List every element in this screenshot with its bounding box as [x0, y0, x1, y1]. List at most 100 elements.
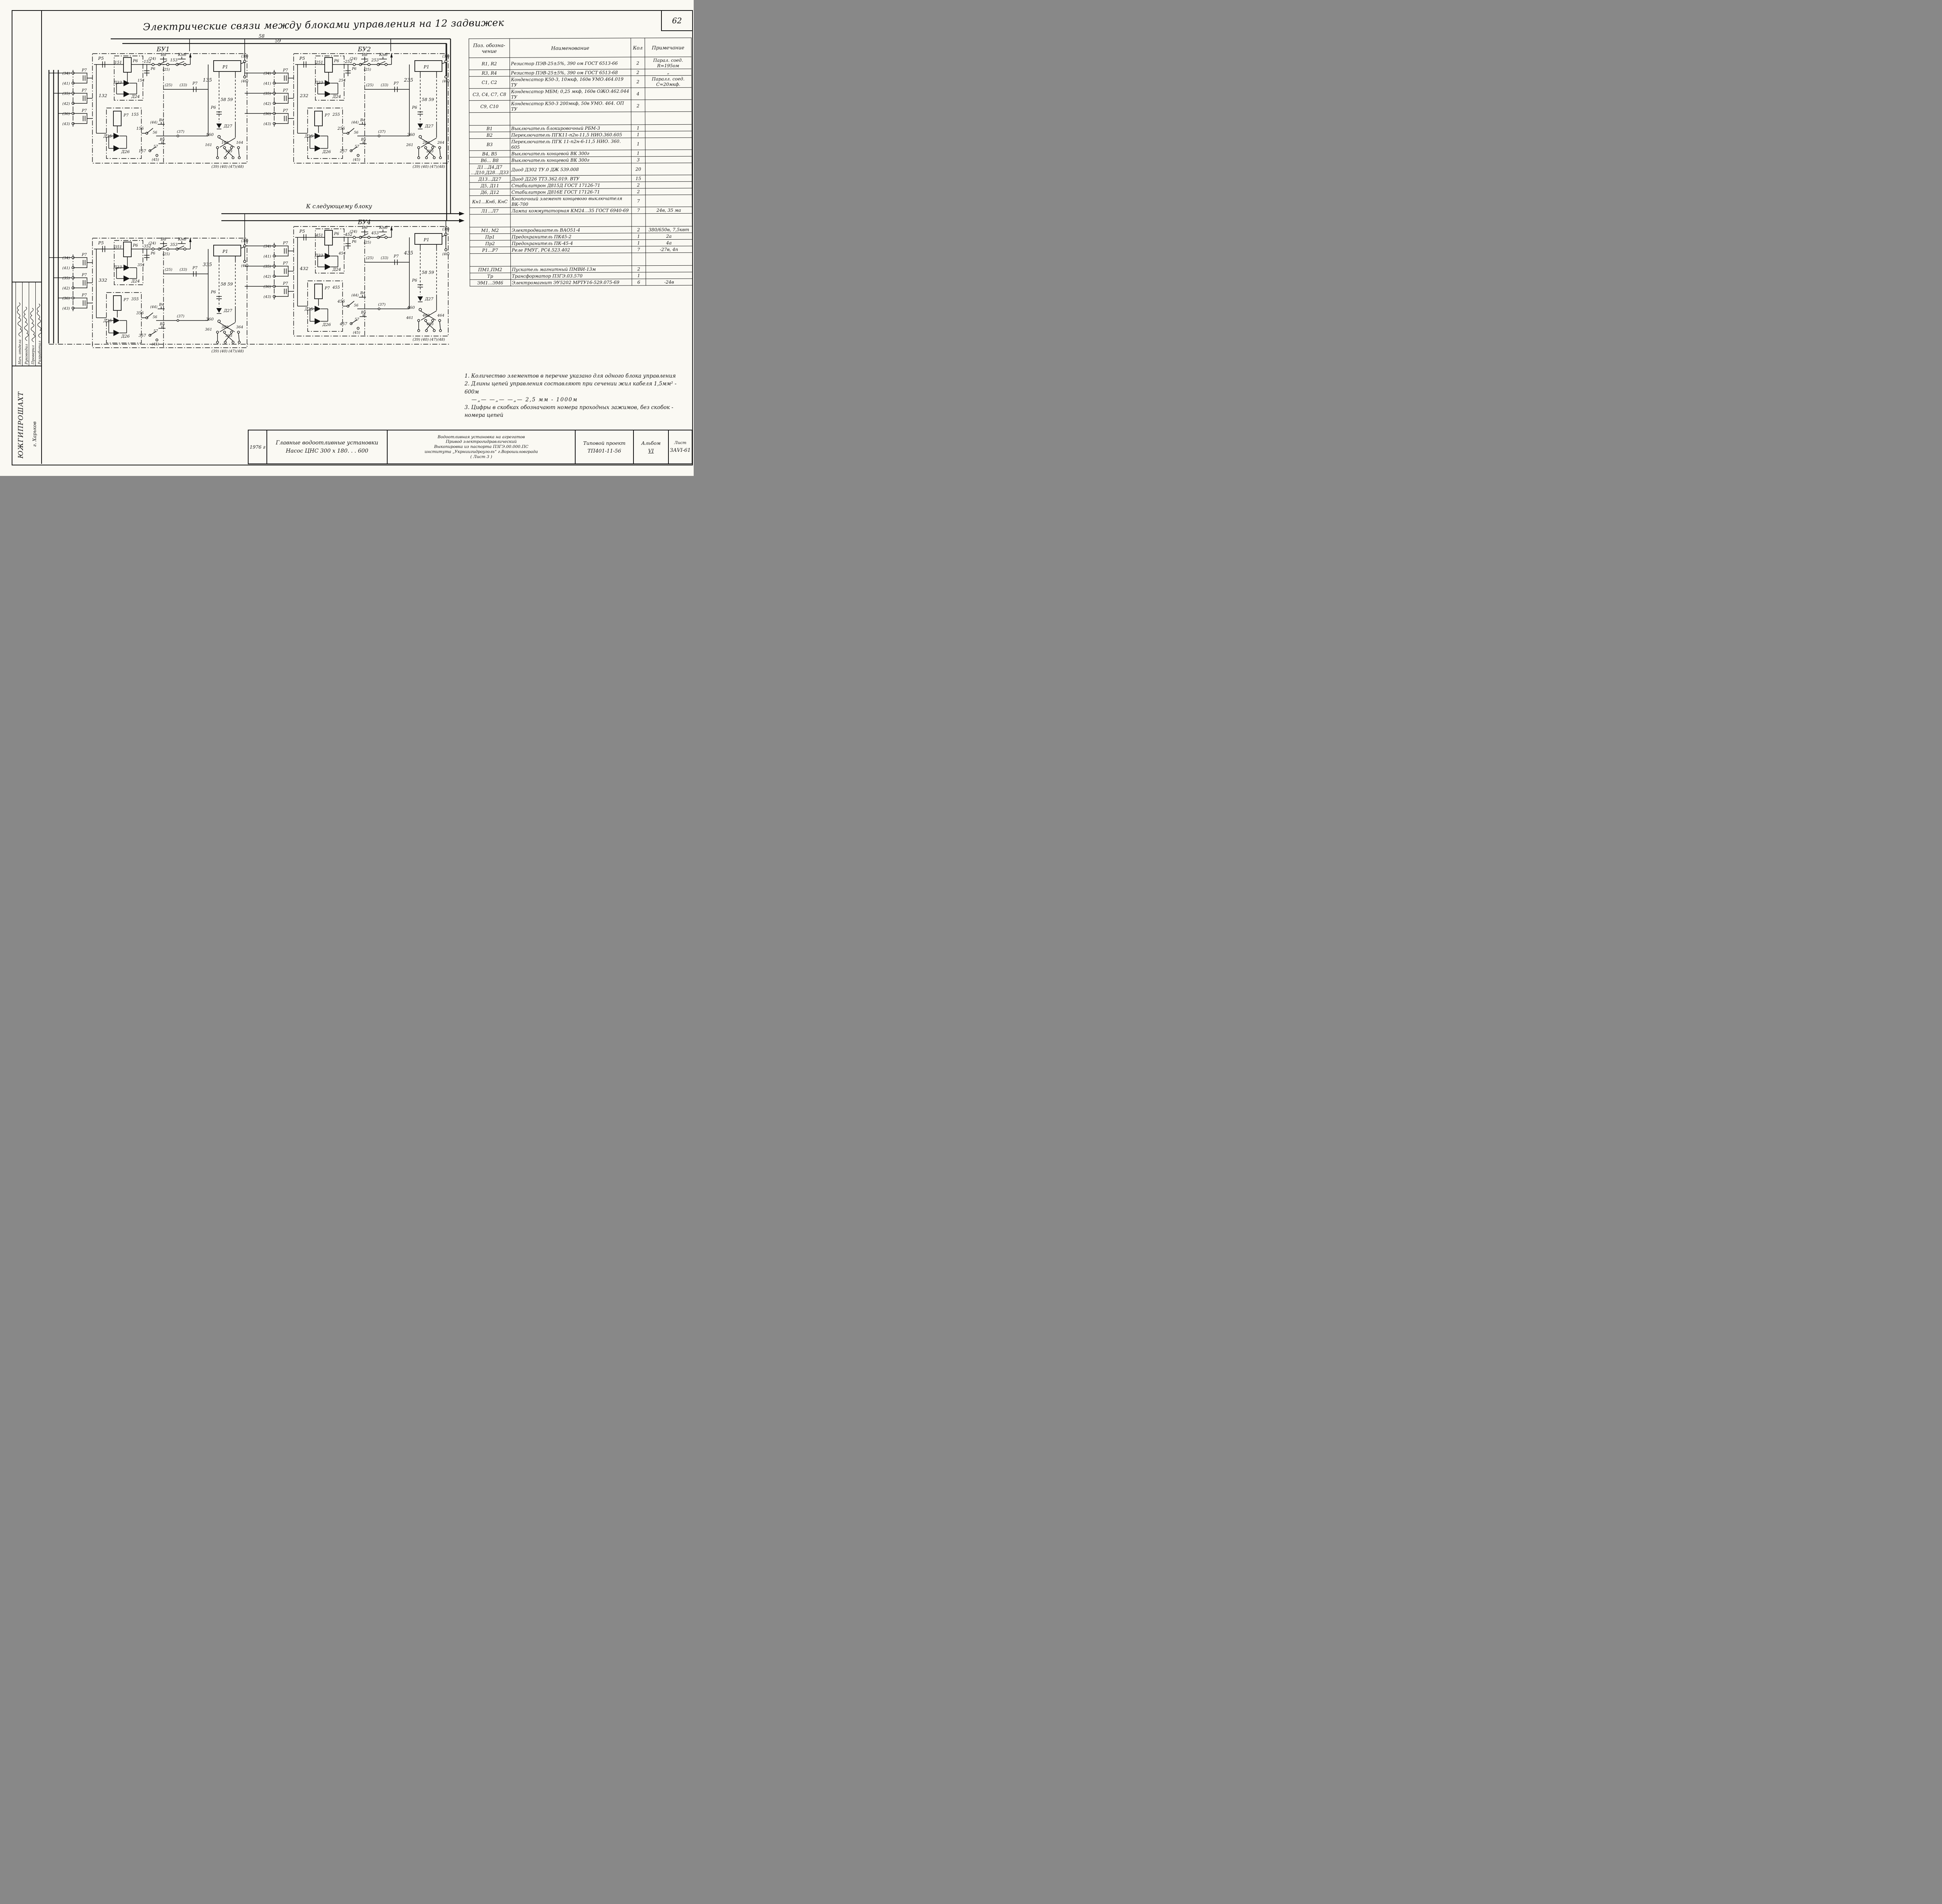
chain-number: 351 [115, 245, 122, 249]
wire-label: Р6 [412, 106, 418, 110]
schematic-element [159, 245, 167, 249]
xfmr-term: 363 [225, 334, 232, 338]
cell-pos: ЭМ1...ЭМ6 [470, 279, 511, 286]
schematic-element [113, 317, 120, 324]
object-line: Главные водоотливные установки [276, 439, 378, 446]
schematic-element [417, 146, 420, 149]
wire-label: (33) [381, 256, 388, 260]
schematic-element [231, 341, 235, 344]
schematic-element [425, 321, 435, 330]
col-header-note: Примечание [644, 38, 692, 57]
bus-59-label: 59 [275, 38, 281, 44]
schematic-element [438, 146, 441, 149]
schematic-element [113, 133, 120, 139]
schematic-element [425, 329, 428, 332]
wire-label: (45) [353, 331, 360, 335]
cell-qty: 1 [631, 124, 645, 131]
terminal-label: (34) [263, 244, 271, 249]
wire-label: Р7 [393, 82, 399, 86]
terminal-label: (41) [62, 266, 70, 270]
schematic-element [216, 124, 222, 128]
wire-label: Р6 [211, 106, 216, 110]
schematic-element [106, 292, 142, 343]
wire-label: Р6 [352, 67, 357, 71]
cell-pos: Кн1...Кн6, КнС [469, 195, 510, 208]
schematic-element [124, 91, 130, 97]
sheet-frame [12, 10, 693, 465]
chain-number: 155 [131, 113, 139, 117]
schematic-element [442, 62, 446, 64]
cell-note: 2а [645, 233, 693, 240]
wire-pair-label: 58 59 [221, 97, 233, 102]
chain-number: 157 [139, 149, 146, 153]
schematic-element [146, 128, 153, 134]
schematic-element [351, 319, 358, 324]
terminal-label: (36) [263, 112, 271, 116]
bottom-terminal-label: (48) [236, 165, 244, 169]
relay-wire-number: 335 [203, 261, 212, 267]
schematic-element [82, 277, 87, 288]
schematic-element [378, 234, 386, 238]
cell-note: „ [645, 69, 692, 76]
chain-number: 354 [137, 263, 144, 267]
limit-switch-label: В8 [160, 237, 167, 242]
schematic-element [325, 253, 331, 259]
stamp-city: г. Харьков [32, 422, 37, 447]
title-block-year: 1976 г [249, 430, 267, 463]
schematic-element [417, 329, 420, 332]
chain-number: 353 [170, 243, 177, 247]
wire-label: 56 [153, 131, 157, 135]
cell-pos: С1, С2 [469, 76, 510, 89]
chain-number: 251 [315, 61, 323, 65]
schematic-element [216, 146, 219, 149]
cell-note: 4а [646, 239, 693, 246]
note-item: 3. Цифры в скобках обозначают номера про… [465, 404, 673, 419]
xfmr-term: 463 [426, 322, 433, 326]
relay-p1-label: Р1 [423, 237, 429, 242]
cell-pos: Д6, Д12 [469, 189, 510, 196]
cell-note [645, 195, 693, 207]
chain-number: 252 [345, 60, 352, 64]
schematic-element [283, 286, 289, 297]
schematic-element [238, 148, 240, 157]
wire-label: Р7 [324, 113, 330, 118]
wire-label: (37) [378, 303, 386, 307]
xfmr-term: 164 [236, 141, 243, 145]
schematic-element [433, 156, 436, 159]
schematic-element [418, 124, 423, 128]
schematic-element [433, 329, 436, 332]
chain-number: 254 [338, 78, 346, 83]
schematic-element [293, 53, 449, 164]
relay-contact-label: Р7 [282, 109, 288, 113]
relay-contact-label: Р7 [282, 89, 288, 93]
wire-label: Р6 [150, 252, 155, 256]
cell-note [645, 138, 692, 150]
schematic-element [283, 266, 289, 277]
table-spacer-row [470, 213, 693, 227]
wire-label: Д23 [314, 253, 323, 258]
terminal-label: (41) [263, 82, 271, 86]
signature-squiggle [17, 302, 22, 337]
schematic-element [444, 248, 447, 251]
schematic-element [166, 247, 169, 251]
wire-label: Р7 [393, 254, 399, 259]
schematic-element [314, 284, 323, 299]
wire-label: Д23 [113, 265, 122, 270]
wire-label: Д27 [425, 124, 433, 129]
stamp-role: Разработал [37, 282, 42, 364]
chain-number: 255 [332, 113, 340, 117]
cell-pos: В4, В5 [469, 150, 510, 157]
diode-node-number: 260 [407, 132, 415, 137]
wire-label: Р6 [132, 244, 138, 248]
cell-name: Трансформатор ПЗГЭ.03.570 [510, 272, 632, 280]
wire-label: Р7 [123, 113, 129, 118]
sheet-frame-left-margin [41, 10, 42, 464]
chain-number: 352 [144, 244, 151, 249]
wire-label: Д25 [304, 134, 313, 139]
schematic-element [425, 156, 428, 159]
chain-number: 451 [315, 233, 323, 238]
cell-name: Диод Д302 ТУ.0 ДЖ 539.008 [510, 163, 632, 176]
xfmr-term: 262 [422, 141, 430, 145]
